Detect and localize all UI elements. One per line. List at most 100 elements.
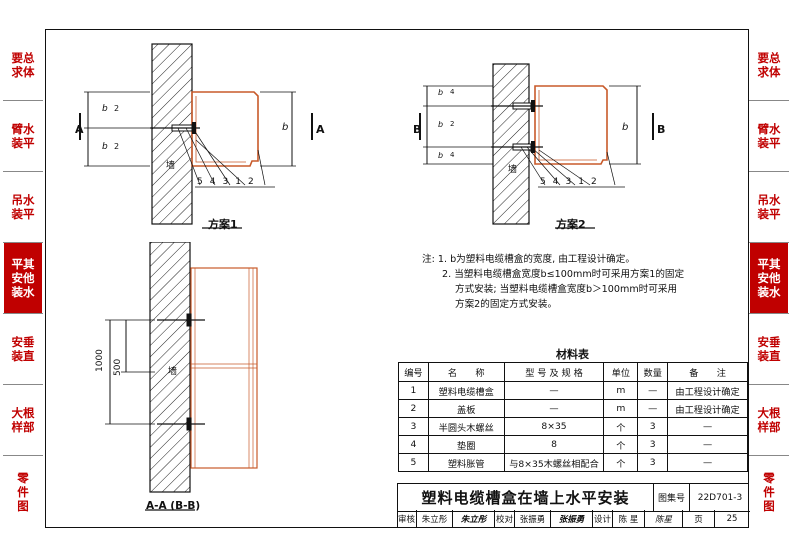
callout-number: 2: [247, 177, 254, 187]
reviewer-name: 朱立彤: [417, 510, 453, 528]
scheme1-section-right: A: [316, 123, 325, 136]
note-line-2: 2. 当塑料电缆槽盒宽度b≤100mm时可采用方案1的固定: [442, 269, 685, 280]
left-nav-tab[interactable]: 大根 样部: [11, 405, 35, 434]
tab-divider: [3, 313, 43, 314]
materials-cell: 盖板: [427, 399, 505, 418]
materials-cell: 由工程设计确定: [667, 381, 748, 400]
diagram-scheme-2: [419, 63, 654, 229]
scheme1-dim-2-bottom: 2: [114, 142, 120, 151]
check-label: 校对: [495, 510, 515, 528]
materials-cell: —: [667, 453, 748, 472]
materials-cell: 5: [398, 453, 429, 472]
materials-cell: —: [667, 435, 748, 454]
tab-divider: [3, 171, 43, 172]
materials-title: 材料表: [556, 348, 589, 361]
materials-cell: —: [503, 381, 605, 400]
section-caption: A-A (B-B): [146, 500, 201, 512]
scheme1-section-left: A: [75, 123, 84, 136]
left-nav-tab[interactable]: 要总 求体: [11, 50, 35, 79]
materials-header-cell: 型 号 及 规 格: [503, 362, 605, 382]
scheme2-section-right: B: [657, 123, 666, 136]
drawing-title: 塑料电缆槽盒在墙上水平安装: [398, 484, 654, 512]
scheme2-dim-2: 2: [450, 120, 455, 128]
materials-cell: 个: [603, 435, 639, 454]
callout-number: 1: [235, 177, 241, 187]
designer-signature: 陈星: [645, 510, 683, 528]
right-nav-tab[interactable]: 臂水 装平: [757, 121, 781, 150]
left-nav-tab[interactable]: 臂水 装平: [11, 121, 35, 150]
materials-header-cell: 数量: [637, 362, 669, 382]
scheme2-dim-4-2: 4: [450, 151, 455, 159]
materials-cell: 塑料胀管: [427, 453, 505, 472]
scheme2-dim-b-3: b: [438, 151, 444, 160]
materials-cell: 塑料电缆槽盒: [427, 381, 505, 400]
materials-cell: 由工程设计确定: [667, 399, 748, 418]
callout-number: 1: [578, 177, 584, 187]
scheme2-caption: 方案2: [556, 218, 586, 231]
scheme2-dim-b-1: b: [438, 88, 444, 97]
tab-divider: [749, 313, 789, 314]
materials-cell: 3: [637, 417, 669, 436]
right-nav-tab[interactable]: 平其 安他 装水: [750, 242, 788, 313]
tab-divider: [3, 384, 43, 385]
left-nav-tab[interactable]: 吊水 装平: [11, 192, 35, 221]
materials-header-cell: 单位: [603, 362, 639, 382]
left-nav-tab[interactable]: 平其 安他 装水: [4, 242, 42, 313]
design-label: 设计: [593, 510, 613, 528]
note-line-3: 方式安装; 当塑料电缆槽盒宽度b＞100mm时可采用: [455, 284, 678, 295]
callout-number: 5: [540, 177, 546, 187]
tab-divider: [749, 171, 789, 172]
tab-divider: [749, 242, 789, 243]
callout-number: 5: [197, 177, 203, 187]
title-block: 塑料电缆槽盒在墙上水平安装 图集号 22D701-3: [397, 483, 750, 528]
scheme1-dim-b-bottom: b: [102, 142, 108, 152]
atlas-label: 图集号: [654, 484, 690, 512]
materials-cell: 4: [398, 435, 429, 454]
scheme2-dim-b-2: b: [438, 120, 444, 129]
diagram-scheme-1: [79, 43, 313, 229]
materials-cell: 3: [398, 417, 429, 436]
scheme1-dim-b-top: b: [102, 104, 108, 114]
callout-number: 2: [590, 177, 597, 187]
scheme1-dim-2-top: 2: [114, 104, 120, 113]
tab-divider: [3, 242, 43, 243]
tab-divider: [3, 100, 43, 101]
materials-cell: —: [637, 399, 669, 418]
scheme2-wall-label: 墙: [508, 165, 518, 175]
materials-cell: 个: [603, 453, 639, 472]
materials-cell: 8: [503, 435, 605, 454]
atlas-number: 22D701-3: [690, 484, 750, 512]
materials-header-cell: 备 注: [667, 362, 748, 382]
materials-cell: 2: [398, 399, 429, 418]
checker-signature: 张振勇: [551, 510, 593, 528]
left-nav-tab[interactable]: 零 件 图: [17, 470, 29, 513]
materials-header-cell: 名 称: [427, 362, 505, 382]
materials-cell: —: [503, 399, 605, 418]
designer-name: 陈 星: [613, 510, 645, 528]
materials-cell: m: [603, 381, 639, 400]
page-label: 页: [683, 510, 715, 528]
reviewer-signature: 朱立彤: [453, 510, 495, 528]
materials-cell: 个: [603, 417, 639, 436]
note-line-1: 注: 1. b为塑料电缆槽盒的宽度, 由工程设计确定。: [422, 254, 635, 265]
right-nav-tab[interactable]: 要总 求体: [757, 50, 781, 79]
scheme2-section-left: B: [413, 123, 422, 136]
left-nav-tab[interactable]: 安垂 装直: [11, 334, 35, 363]
callout-number: 3: [565, 177, 572, 187]
scheme1-dim-b-right: b: [282, 122, 289, 133]
right-nav-tab[interactable]: 吊水 装平: [757, 192, 781, 221]
scheme1-caption: 方案1: [208, 218, 238, 231]
right-nav-tab[interactable]: 安垂 装直: [757, 334, 781, 363]
materials-cell: 半圆头木螺丝: [427, 417, 505, 436]
right-nav-tab[interactable]: 零 件 图: [763, 470, 775, 513]
checker-name: 张振勇: [515, 510, 551, 528]
right-nav-tab[interactable]: 大根 样部: [757, 405, 781, 434]
materials-cell: m: [603, 399, 639, 418]
materials-cell: 3: [637, 453, 669, 472]
callout-number: 4: [552, 177, 559, 187]
